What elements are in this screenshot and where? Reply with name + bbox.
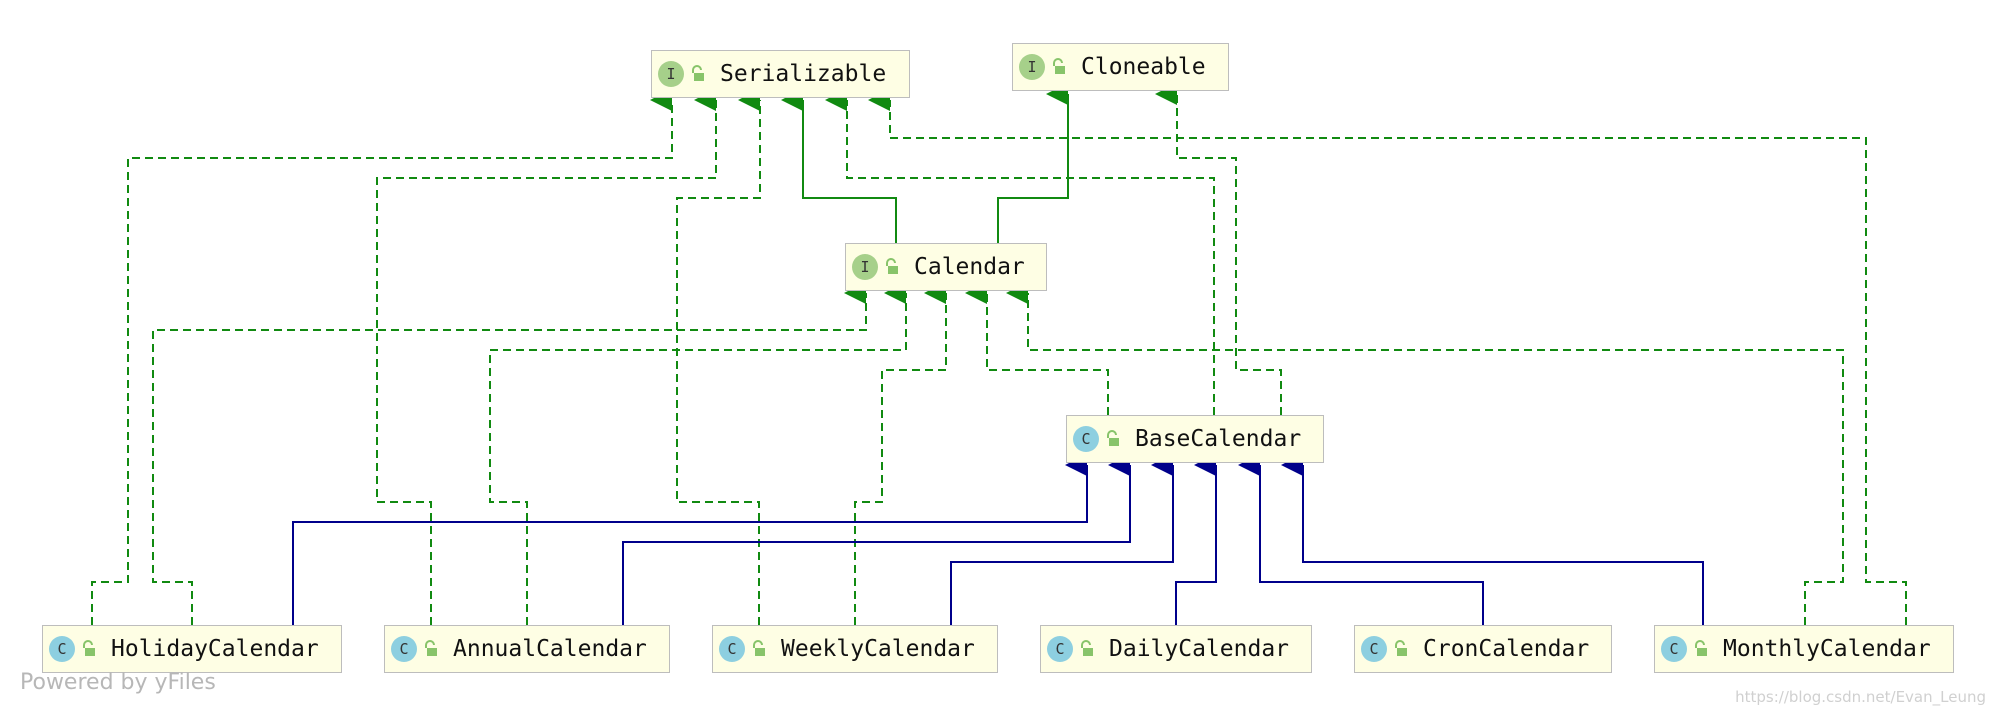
node-weekly-calendar[interactable]: C WeeklyCalendar [712,625,998,673]
public-lock-icon [753,640,765,656]
public-lock-icon [425,640,437,656]
node-label: DailyCalendar [1109,636,1290,662]
edges-group [91,83,1907,625]
class-badge-icon: C [1661,636,1687,662]
edge-annual-serializable [376,89,717,625]
node-label: MonthlyCalendar [1723,636,1931,662]
node-cloneable[interactable]: I Cloneable [1012,43,1229,91]
public-lock-icon [1081,640,1093,656]
edge-base-serializable [825,89,1215,415]
class-badge-icon: C [1073,426,1099,452]
edge-calendar-cloneable [997,83,1069,243]
edge-base-calendar [965,282,1109,415]
node-cron-calendar[interactable]: C CronCalendar [1354,625,1612,673]
node-annual-calendar[interactable]: C AnnualCalendar [384,625,670,673]
class-badge-icon: C [1361,636,1387,662]
edge-base-cloneable [1155,83,1282,415]
edge-weekly-base [950,454,1174,625]
node-label: HolidayCalendar [111,636,319,662]
edge-monthly-serializable [868,89,1907,625]
class-badge-icon: C [1047,636,1073,662]
edge-annual-base [622,454,1131,625]
edge-holiday-serializable [91,89,673,625]
node-label: Cloneable [1081,54,1206,80]
node-label: CronCalendar [1423,636,1590,662]
public-lock-icon [1107,430,1119,446]
public-lock-icon [692,65,704,81]
interface-badge-icon: I [658,61,684,87]
public-lock-icon [1395,640,1407,656]
class-badge-icon: C [391,636,417,662]
edge-holiday-base [292,454,1088,625]
interface-badge-icon: I [1019,54,1045,80]
edge-monthly-base [1281,454,1704,625]
node-calendar[interactable]: I Calendar [845,243,1047,291]
node-label: AnnualCalendar [453,636,647,662]
node-daily-calendar[interactable]: C DailyCalendar [1040,625,1312,673]
node-base-calendar[interactable]: C BaseCalendar [1066,415,1324,463]
watermark-url: https://blog.csdn.net/Evan_Leung [1735,688,1986,706]
class-badge-icon: C [49,636,75,662]
public-lock-icon [1695,640,1707,656]
class-badge-icon: C [719,636,745,662]
public-lock-icon [886,258,898,274]
powered-by-label: Powered by yFiles [20,670,216,695]
node-serializable[interactable]: I Serializable [651,50,910,98]
edge-holiday-calendar [152,282,867,625]
edge-daily-base [1175,454,1217,625]
node-label: Serializable [720,61,887,87]
interface-badge-icon: I [852,254,878,280]
edge-calendar-serializable [781,89,897,243]
edge-weekly-calendar [854,282,947,625]
node-holiday-calendar[interactable]: C HolidayCalendar [42,625,342,673]
node-label: BaseCalendar [1135,426,1302,452]
edge-cron-base [1238,454,1484,625]
public-lock-icon [1053,58,1065,74]
node-label: WeeklyCalendar [781,636,975,662]
public-lock-icon [83,640,95,656]
edge-annual-calendar [489,282,907,625]
edge-monthly-calendar [1006,282,1844,625]
node-monthly-calendar[interactable]: C MonthlyCalendar [1654,625,1954,673]
node-label: Calendar [914,254,1025,280]
